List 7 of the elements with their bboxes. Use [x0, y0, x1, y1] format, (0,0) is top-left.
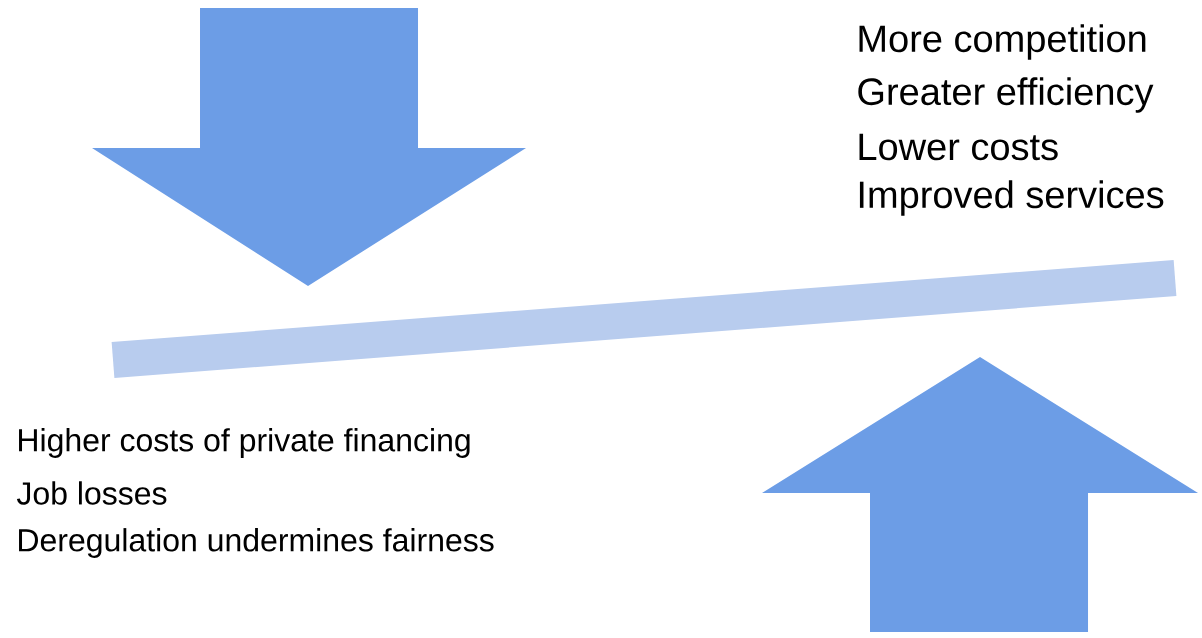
- label-text: Improved services: [859, 180, 1164, 216]
- label-text: Higher costs of private financing: [19, 428, 470, 458]
- label-text: Greater efficiency: [858, 77, 1154, 113]
- label-text: Lower costs: [859, 133, 1058, 161]
- label-text: More competition: [859, 24, 1146, 60]
- label-text: Deregulation undermines fairness: [19, 528, 494, 558]
- label-text: Job losses: [16, 481, 167, 505]
